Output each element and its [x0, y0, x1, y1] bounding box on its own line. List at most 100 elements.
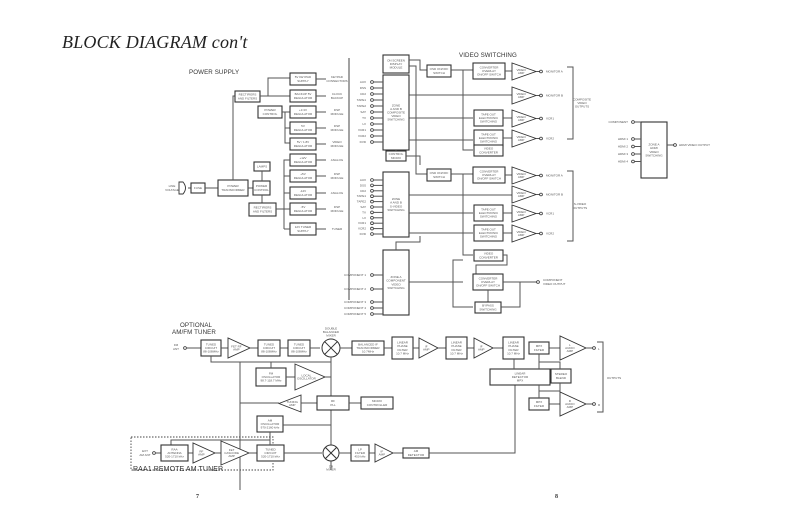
component-input-label-5: COMPONENT 5	[344, 312, 366, 316]
am-if-amp-shape	[374, 443, 395, 463]
composite-input-label-8: LV	[363, 122, 366, 126]
osd-switch-box-b-frame	[426, 168, 452, 182]
composite-output-jack-icon	[539, 136, 543, 141]
if-amp-2-shape	[473, 337, 494, 359]
svideo-input-jack-icon	[370, 199, 374, 204]
hdmi-input-label-2: HDMI 1	[618, 137, 628, 141]
connector-line	[429, 385, 516, 454]
fet-cascode-amp-shape	[220, 440, 251, 466]
connector-line	[475, 254, 508, 274]
composite-video-amp-1-shape	[511, 62, 538, 81]
connector-line	[284, 128, 290, 144]
svideo-output-jack-icon	[539, 192, 543, 197]
micro-controller-box	[360, 396, 394, 410]
svideo-input-label-9: VCR1	[358, 221, 366, 225]
svideo-video-amp-4-shape	[511, 224, 538, 243]
svideo-input-label-1: AUX	[360, 178, 366, 182]
local-oscillator	[294, 363, 327, 391]
if-amp-1-shape	[418, 337, 439, 359]
composite-input-jack-icon	[370, 110, 374, 114]
micro-controller-box-frame	[360, 396, 394, 410]
component-output-jack-icon	[536, 280, 540, 284]
fm-mixer-icon-x2	[324, 341, 338, 355]
osd-switch-box-a	[426, 64, 452, 78]
plug-icon	[178, 181, 186, 195]
page-number-right: 8	[555, 494, 558, 500]
svideo-output-jack-icon	[539, 231, 543, 236]
osd-switch-box-a-frame	[426, 64, 452, 78]
composite-input-label-9: VCR1	[358, 128, 366, 132]
if-amp-2	[473, 337, 494, 359]
fm-mixer-icon	[321, 338, 341, 358]
component-input-jack-icon	[370, 312, 374, 316]
audio-output-r-label: R	[598, 403, 601, 407]
composite-output-label-3: VCR1	[546, 117, 554, 121]
svideo-input-jack-icon	[370, 189, 374, 193]
composite-input-jack-icon	[370, 134, 374, 138]
composite-output-label-2: MONITOR B	[546, 94, 563, 98]
tuner-heading-line1: OPTIONAL	[180, 322, 213, 329]
connector-line	[409, 59, 427, 71]
composite-video-amp-3	[511, 109, 538, 128]
hdmi-input-jack-icon	[631, 152, 635, 156]
svideo-input-jack-icon	[370, 232, 374, 236]
connector-line	[267, 77, 290, 96]
composite-input-jack-icon	[370, 128, 374, 132]
svideo-outputs-bracket	[567, 170, 574, 242]
connector-line	[539, 383, 561, 392]
osd-module-box	[382, 54, 410, 74]
audio-amp-l	[559, 335, 588, 361]
connector-line	[406, 155, 421, 165]
page-title: BLOCK DIAGRAM con't	[62, 32, 248, 52]
audio-output-l-label: L	[598, 347, 600, 351]
composite-input-label-10: VCR2	[358, 134, 366, 138]
osd-switch-box-b	[426, 168, 452, 182]
connector-line	[276, 159, 290, 210]
audio-outputs-label: OUTPUTS	[607, 376, 621, 380]
am-antenna-jack-icon	[152, 451, 156, 455]
lamps-box-label: LAMPS	[257, 165, 267, 169]
component-input-label-4: COMPONENT 4	[344, 306, 366, 310]
composite-input-label-4: TAPE1	[357, 98, 367, 102]
audio-output-r-jack-icon	[592, 402, 596, 406]
linear-detector-box-frame	[489, 368, 551, 386]
audio-amp-l-shape	[559, 335, 588, 361]
fet-rf-amp	[227, 337, 252, 359]
